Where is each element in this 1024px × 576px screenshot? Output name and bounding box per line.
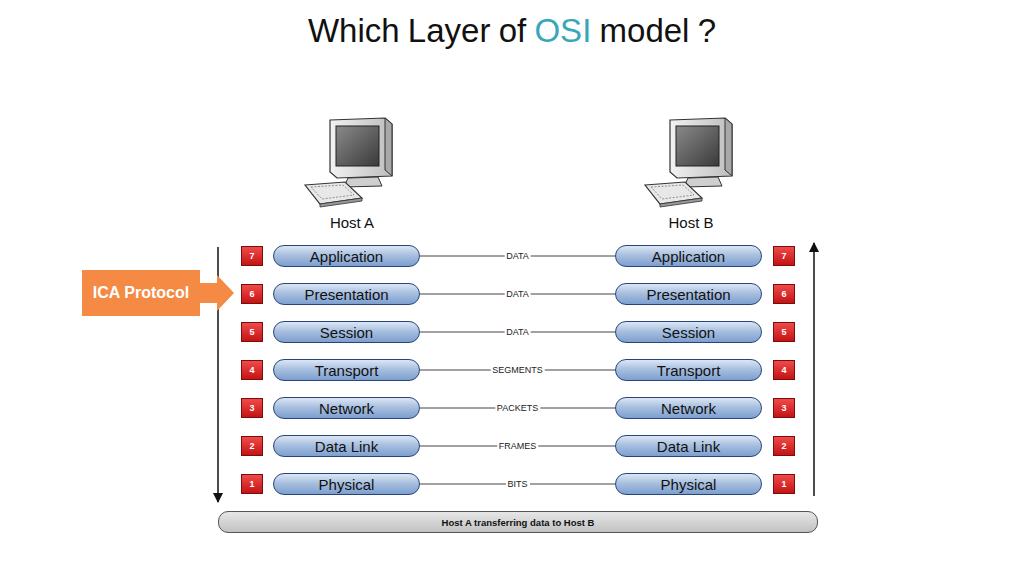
layer-number: 5 [773, 322, 795, 342]
node-text: 6 [781, 289, 786, 299]
layer-box: Transport [615, 359, 762, 381]
layer-number: 7 [773, 246, 795, 266]
node-text: 5 [249, 327, 254, 337]
callout-arrow: ICA Protocol [82, 270, 234, 316]
layer-box: Application [615, 245, 762, 267]
layer-box: Session [615, 321, 762, 343]
layer-number: 3 [773, 398, 795, 418]
layer-box: Data Link [615, 435, 762, 457]
layer-number: 7 [241, 246, 263, 266]
layer-number: 6 [773, 284, 795, 304]
computer-icon [305, 118, 392, 207]
pdu-label: DATA [504, 327, 531, 338]
layer-number: 2 [773, 436, 795, 456]
layer-number: 6 [241, 284, 263, 304]
node-text: 4 [249, 365, 254, 375]
node-text: 7 [781, 251, 786, 261]
node-text: 2 [249, 441, 254, 451]
node-text: Transport [315, 362, 379, 379]
layer-number: 1 [773, 474, 795, 494]
caption-band: Host A transferring data to Host B [218, 511, 818, 533]
node-text: ICA Protocol [82, 283, 200, 303]
node-text: Presentation [646, 286, 730, 303]
node-text: Physical [661, 476, 717, 493]
title: WhichLayerofOSImodel? [0, 12, 1024, 50]
layer-box: Data Link [273, 435, 420, 457]
layer-number: 4 [773, 360, 795, 380]
layer-box: Presentation [273, 283, 420, 305]
node-text: 3 [249, 403, 254, 413]
node-text: Presentation [304, 286, 388, 303]
node-text: Session [320, 324, 373, 341]
node-text: 1 [781, 479, 786, 489]
node-text: Data Link [315, 438, 378, 455]
node-text: Application [310, 248, 383, 265]
layer-number: 4 [241, 360, 263, 380]
pdu-label: SEGMENTS [490, 365, 545, 376]
layer-number: 3 [241, 398, 263, 418]
pdu-label: DATA [504, 289, 531, 300]
layer-number: 5 [241, 322, 263, 342]
node-text: Physical [319, 476, 375, 493]
node-text: Session [662, 324, 715, 341]
node-text: Data Link [657, 438, 720, 455]
layer-box: Application [273, 245, 420, 267]
node-text: 5 [781, 327, 786, 337]
host-label: Host B [668, 214, 713, 231]
node-text: 6 [249, 289, 254, 299]
pdu-label: DATA [504, 251, 531, 262]
layer-box: Transport [273, 359, 420, 381]
flow-arrow [813, 243, 815, 496]
pdu-label: FRAMES [497, 441, 539, 452]
layer-number: 1 [241, 474, 263, 494]
layer-box: Physical [273, 473, 420, 495]
host-label: Host A [330, 214, 374, 231]
node-text: Network [319, 400, 374, 417]
node-text: Application [652, 248, 725, 265]
node-text: Network [661, 400, 716, 417]
layer-number: 2 [241, 436, 263, 456]
pdu-label: PACKETS [495, 403, 540, 414]
node-text: Host A transferring data to Host B [442, 517, 595, 528]
layer-box: Network [273, 397, 420, 419]
pdu-label: BITS [505, 479, 529, 490]
node-text: 1 [249, 479, 254, 489]
layer-box: Physical [615, 473, 762, 495]
node-text: 2 [781, 441, 786, 451]
node-text: 4 [781, 365, 786, 375]
layer-box: Session [273, 321, 420, 343]
node-text: 3 [781, 403, 786, 413]
node-text: 7 [249, 251, 254, 261]
node-text: Transport [657, 362, 721, 379]
layer-box: Network [615, 397, 762, 419]
computer-icon [645, 118, 732, 207]
layer-box: Presentation [615, 283, 762, 305]
